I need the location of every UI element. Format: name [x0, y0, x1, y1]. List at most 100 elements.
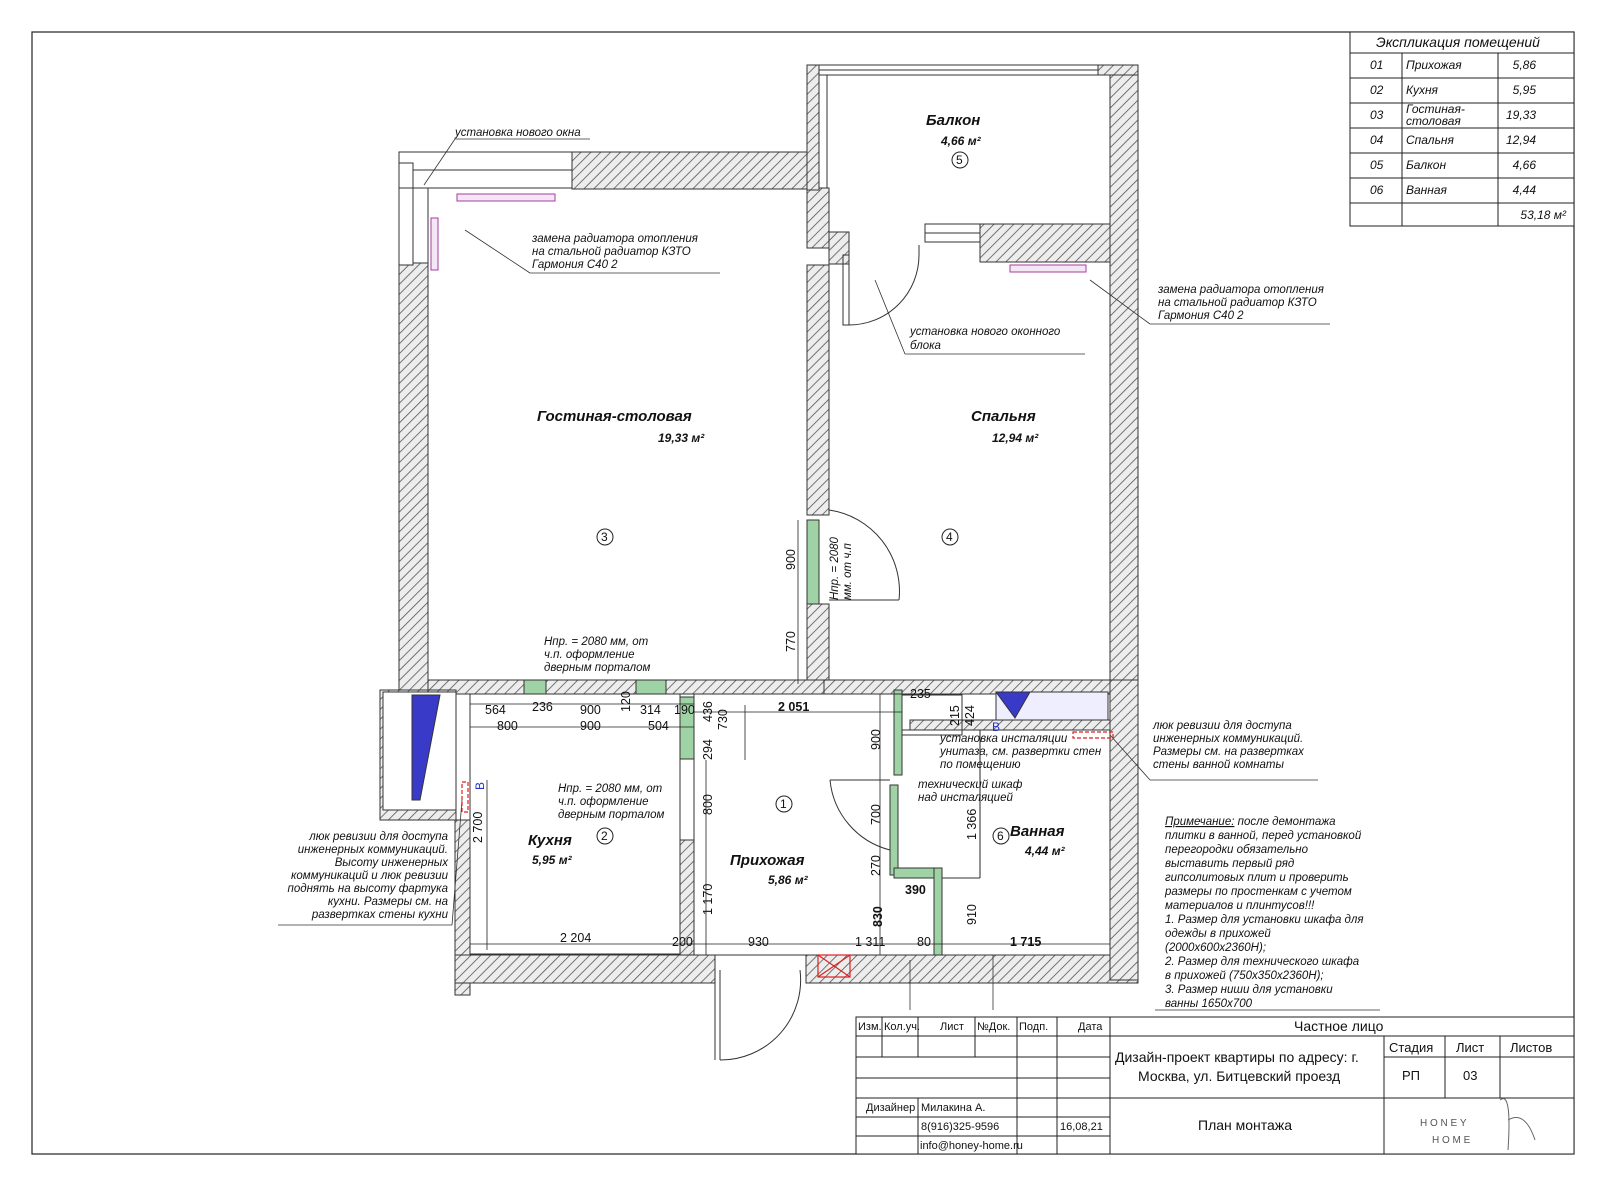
- svg-text:дверным порталом: дверным порталом: [544, 662, 650, 674]
- svg-text:80: 80: [917, 935, 931, 949]
- svg-text:люк ревизии для доступа: люк ревизии для доступа: [308, 831, 448, 843]
- svg-text:236: 236: [532, 700, 553, 714]
- room-name-hall: Прихожая: [730, 852, 805, 869]
- svg-text:900: 900: [580, 719, 601, 733]
- room-area-balcony: 4,66 м²: [940, 134, 982, 148]
- svg-text:Стадия: Стадия: [1389, 1040, 1433, 1055]
- svg-text:на стальной радиатор КЗТО: на стальной радиатор КЗТО: [532, 246, 691, 258]
- room-number-kitchen: 2: [601, 829, 608, 843]
- svg-text:Размеры см. на развертках: Размеры см. на развертках: [1153, 746, 1305, 758]
- svg-text:выставить первый ряд: выставить первый ряд: [1165, 858, 1294, 870]
- svg-text:770: 770: [784, 631, 798, 652]
- svg-text:Кухня: Кухня: [1406, 83, 1439, 97]
- explication-title: Экспликация помещений: [1376, 34, 1540, 50]
- svg-text:Ванная: Ванная: [1406, 183, 1448, 197]
- svg-text:мм. от ч.п: мм. от ч.п: [842, 543, 854, 600]
- new-partitions: [523, 519, 943, 956]
- hatch-mark-kitchen: В: [473, 782, 487, 790]
- svg-text:390: 390: [905, 883, 926, 897]
- svg-text:люк ревизии для доступа: люк ревизии для доступа: [1152, 720, 1292, 732]
- svg-text:436: 436: [701, 701, 715, 722]
- svg-text:дверным порталом: дверным порталом: [558, 809, 664, 821]
- svg-text:на стальной радиатор КЗТО: на стальной радиатор КЗТО: [1158, 297, 1317, 309]
- svg-text:Лист: Лист: [1456, 1040, 1484, 1055]
- room-area-living: 19,33 м²: [658, 431, 705, 445]
- room-number-living: 3: [601, 530, 608, 544]
- svg-text:5,86: 5,86: [1513, 58, 1537, 72]
- svg-text:910: 910: [965, 904, 979, 925]
- note-tech-cabinet: технический шкаф над инсталяцией: [918, 779, 1023, 804]
- note-opening-vertical: Нпр. = 2080 мм. от ч.п: [829, 536, 854, 600]
- svg-text:190: 190: [674, 703, 695, 717]
- room-area-hall: 5,86 м²: [768, 873, 809, 887]
- svg-text:размеры по простенкам с учетом: размеры по простенкам с учетом: [1164, 886, 1352, 898]
- interior-lines: [382, 64, 1110, 1061]
- svg-text:(2000х600х2360Н);: (2000х600х2360Н);: [1165, 942, 1266, 954]
- svg-text:1. Размер для установки шкафа: 1. Размер для установки шкафа для: [1165, 914, 1364, 926]
- svg-text:одежды в прихожей: одежды в прихожей: [1165, 928, 1271, 940]
- title-block: Изм. Кол.уч. Лист №Док. Подп. Дата Частн…: [855, 1016, 1575, 1155]
- svg-text:02: 02: [1370, 83, 1384, 97]
- svg-text:03: 03: [1370, 108, 1384, 122]
- room-name-living: Гостиная-столовая: [537, 408, 692, 425]
- note-portal-1: Нпр. = 2080 мм, от ч.п. оформление дверн…: [544, 636, 650, 674]
- svg-text:900: 900: [869, 729, 883, 750]
- svg-text:Гармония С40 2: Гармония С40 2: [532, 259, 618, 271]
- room-name-bedroom: Спальня: [971, 408, 1036, 425]
- svg-text:03: 03: [1463, 1068, 1477, 1083]
- svg-text:2 700: 2 700: [471, 812, 485, 843]
- svg-text:Кол.уч.: Кол.уч.: [884, 1021, 920, 1033]
- svg-text:ч.п. оформление: ч.п. оформление: [544, 649, 635, 661]
- svg-text:замена радиатора отопления: замена радиатора отопления: [531, 233, 698, 245]
- stamp-project-line1: Дизайн-проект квартиры по адресу: г.: [1115, 1049, 1359, 1065]
- note-radiator-1: замена радиатора отопления на стальной р…: [531, 233, 698, 271]
- svg-text:830: 830: [871, 906, 885, 927]
- svg-text:564: 564: [485, 703, 506, 717]
- svg-text:19,33: 19,33: [1506, 108, 1536, 122]
- svg-text:930: 930: [748, 935, 769, 949]
- stamp-project-line2: Москва, ул. Битцевский проезд: [1138, 1068, 1340, 1084]
- svg-text:по помещению: по помещению: [940, 759, 1021, 771]
- note-toilet: установка инсталяции унитаза, см. развер…: [939, 733, 1102, 771]
- svg-text:коммуникаций и люк ревизии: коммуникаций и люк ревизии: [291, 870, 449, 882]
- svg-text:4,44: 4,44: [1513, 183, 1537, 197]
- svg-text:в прихожей (750х350х2360Н);: в прихожей (750х350х2360Н);: [1165, 970, 1324, 982]
- logo-bottom: H O M E: [1432, 1135, 1471, 1146]
- svg-text:Нпр. = 2080 мм, от: Нпр. = 2080 мм, от: [558, 783, 663, 795]
- svg-text:1 366: 1 366: [965, 809, 979, 840]
- svg-text:Гостиная-: Гостиная-: [1406, 102, 1465, 116]
- svg-text:2. Размер для технического шка: 2. Размер для технического шкафа: [1164, 956, 1359, 968]
- room-area-bath: 4,44 м²: [1024, 844, 1066, 858]
- svg-text:1 311: 1 311: [855, 935, 885, 949]
- svg-text:Балкон: Балкон: [1406, 158, 1446, 172]
- svg-text:Изм.: Изм.: [858, 1021, 882, 1033]
- svg-text:Листов: Листов: [1510, 1040, 1552, 1055]
- note-radiator-2: замена радиатора отопления на стальной р…: [1157, 284, 1324, 322]
- svg-text:215: 215: [948, 705, 962, 726]
- svg-text:Нпр. = 2080 мм, от: Нпр. = 2080 мм, от: [544, 636, 649, 648]
- hatch-mark-bath: В: [992, 720, 1000, 734]
- svg-text:4,66: 4,66: [1513, 158, 1537, 172]
- svg-text:800: 800: [701, 794, 715, 815]
- room-number-hall: 1: [780, 797, 787, 811]
- logo-top: H O N E Y: [1420, 1118, 1467, 1129]
- svg-text:технический шкаф: технический шкаф: [918, 779, 1023, 791]
- svg-text:900: 900: [580, 703, 601, 717]
- svg-text:Примечание: после демонтажа: Примечание: после демонтажа: [1165, 816, 1336, 828]
- svg-text:Дизайнер: Дизайнер: [866, 1102, 915, 1114]
- svg-text:Подп.: Подп.: [1019, 1021, 1048, 1033]
- svg-text:06: 06: [1370, 183, 1384, 197]
- svg-text:16,08,21: 16,08,21: [1060, 1121, 1103, 1133]
- svg-text:перегородки обязательно: перегородки обязательно: [1165, 844, 1309, 856]
- svg-text:стены ванной комнаты: стены ванной комнаты: [1153, 759, 1285, 771]
- svg-text:05: 05: [1370, 158, 1384, 172]
- svg-text:04: 04: [1370, 133, 1384, 147]
- svg-text:Прихожая: Прихожая: [1406, 58, 1462, 72]
- svg-text:314: 314: [640, 703, 661, 717]
- note-new-window: установка нового окна: [454, 127, 581, 139]
- svg-text:установка нового оконного: установка нового оконного: [909, 326, 1061, 338]
- svg-text:8(916)325-9596: 8(916)325-9596: [921, 1121, 999, 1133]
- leader-lines: [278, 138, 1380, 1011]
